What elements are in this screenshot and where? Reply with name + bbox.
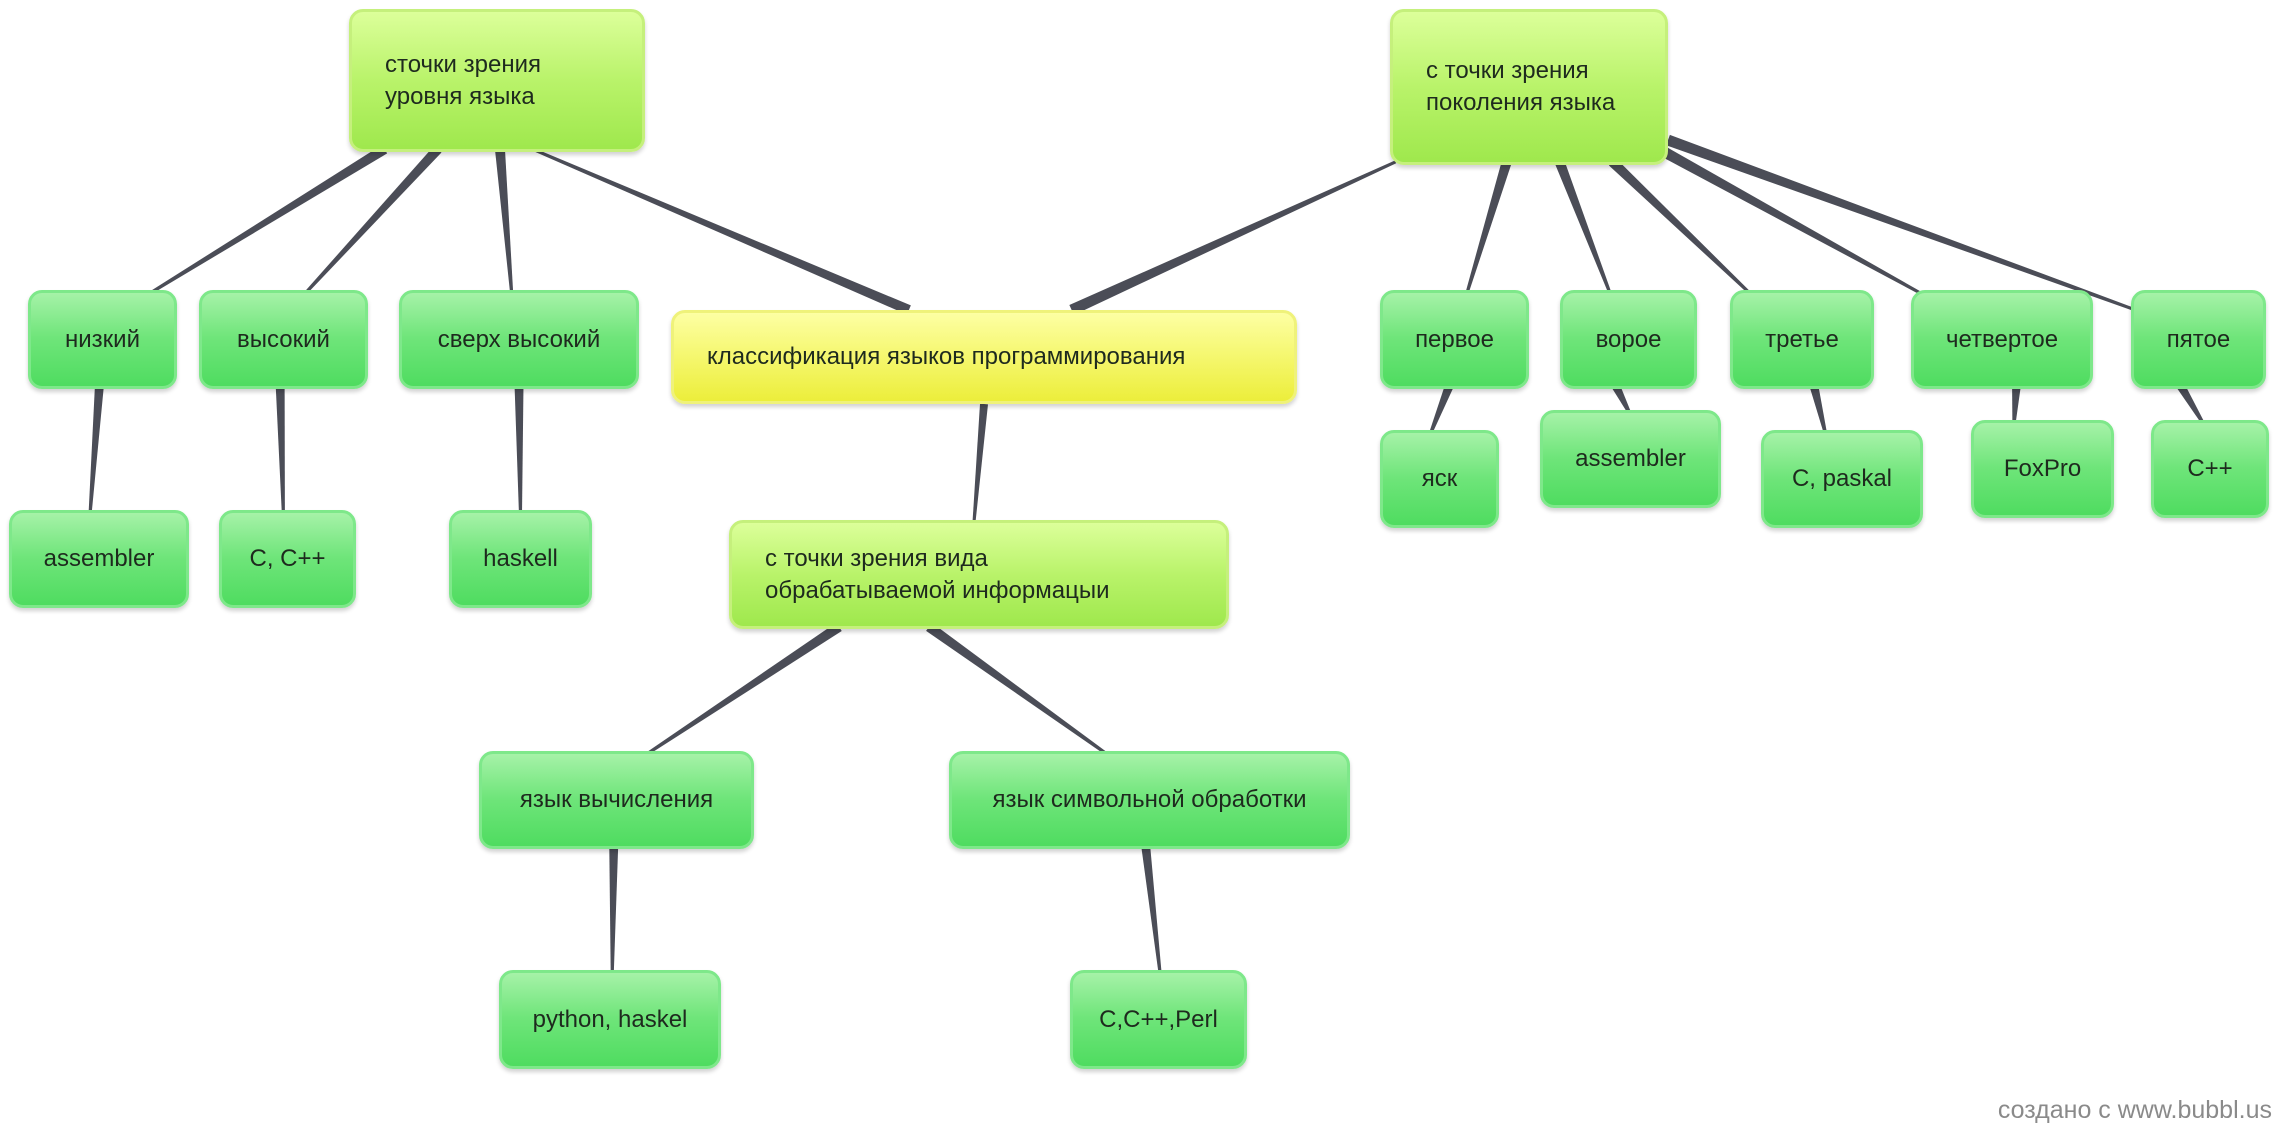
node-label: классификация языков программирования	[707, 343, 1186, 370]
connector-link	[302, 145, 442, 296]
connector-link	[146, 144, 388, 297]
connector-link	[1141, 843, 1162, 976]
node-label: сверх высокий	[437, 325, 601, 353]
node-label: assembler	[43, 545, 155, 572]
node-label: язык символьной обработки	[992, 786, 1307, 813]
connector-link	[972, 403, 988, 523]
node-fourth-generation[interactable]: четвертое	[1911, 290, 2093, 389]
node-leaf[interactable]: C, C++	[219, 510, 356, 608]
node-very-high-level[interactable]: сверх высокий	[399, 290, 639, 389]
connector-link	[494, 148, 514, 296]
node-label: высокий	[237, 325, 330, 353]
connector-link	[1554, 160, 1613, 296]
node-label: C, C++	[249, 545, 326, 572]
node-computation-language[interactable]: язык вычисления	[479, 751, 754, 849]
node-leaf[interactable]: C,C++,Perl	[1070, 970, 1247, 1069]
node-label: python, haskel	[532, 1005, 688, 1033]
node-label: третье	[1765, 325, 1839, 353]
node-leaf[interactable]: assembler	[1540, 410, 1721, 508]
node-leaf[interactable]: яск	[1380, 430, 1499, 528]
node-branch-language-level[interactable]: сточки зрения уровня языка	[349, 9, 645, 152]
connector-link	[1069, 160, 1397, 316]
node-low-level[interactable]: низкий	[28, 290, 177, 389]
node-branch-information-type[interactable]: с точки зрения вида обрабатываемой инфор…	[729, 520, 1229, 629]
node-label: C++	[2187, 455, 2233, 482]
connector-link	[275, 383, 285, 515]
node-leaf[interactable]: assembler	[9, 510, 189, 608]
footer-credit[interactable]: создано с www.bubbl.us	[1997, 1096, 2272, 1124]
node-label: C, paskal	[1791, 465, 1893, 492]
node-label: язык вычисления	[519, 786, 714, 813]
connector-link	[609, 844, 619, 975]
node-label: ворое	[1595, 325, 1662, 353]
node-label: haskell	[483, 545, 558, 572]
node-leaf[interactable]: C, paskal	[1761, 430, 1923, 528]
node-label: с точки зрения вида обрабатываемой инфор…	[765, 544, 1110, 604]
node-leaf[interactable]: python, haskel	[499, 970, 721, 1069]
node-label: яск	[1421, 465, 1458, 492]
connector-link	[2175, 381, 2206, 426]
connector-link	[1657, 144, 1925, 297]
connector-link	[1608, 158, 1753, 297]
connector-link	[643, 622, 842, 758]
node-label: первое	[1415, 325, 1494, 353]
node-label: сточки зрения уровня языка	[385, 50, 541, 110]
connector-link	[1809, 382, 1828, 436]
connector-link	[2012, 383, 2022, 425]
node-branch-language-generation[interactable]: с точки зрения поколения языка	[1390, 9, 1668, 165]
node-label: FoxPro	[2003, 455, 2082, 482]
node-root[interactable]: классификация языков программирования	[671, 310, 1297, 404]
node-first-generation[interactable]: первое	[1380, 290, 1529, 389]
node-label: четвертое	[1945, 325, 2059, 353]
node-leaf[interactable]: haskell	[449, 510, 592, 608]
node-label: assembler	[1575, 445, 1686, 472]
node-symbolic-processing-language[interactable]: язык символьной обработки	[949, 751, 1350, 849]
connector-link	[1428, 382, 1455, 436]
connector-link	[926, 622, 1111, 758]
node-third-generation[interactable]: третье	[1730, 290, 1874, 389]
node-label: низкий	[65, 325, 140, 353]
node-high-level[interactable]: высокий	[199, 290, 368, 389]
node-label: пятое	[2166, 325, 2231, 353]
node-label: с точки зрения поколения языка	[1426, 57, 1616, 116]
connector-link	[514, 383, 524, 515]
node-label: C,C++,Perl	[1099, 1005, 1218, 1033]
node-second-generation[interactable]: ворое	[1560, 290, 1697, 389]
connector-link	[531, 147, 911, 315]
node-leaf[interactable]: C++	[2151, 420, 2269, 518]
node-fifth-generation[interactable]: пятое	[2131, 290, 2266, 389]
connector-link	[1610, 382, 1632, 416]
node-leaf[interactable]: FoxPro	[1971, 420, 2114, 518]
connector-link	[88, 383, 105, 516]
connector-link	[1464, 160, 1512, 296]
connector-link	[1666, 134, 2136, 312]
